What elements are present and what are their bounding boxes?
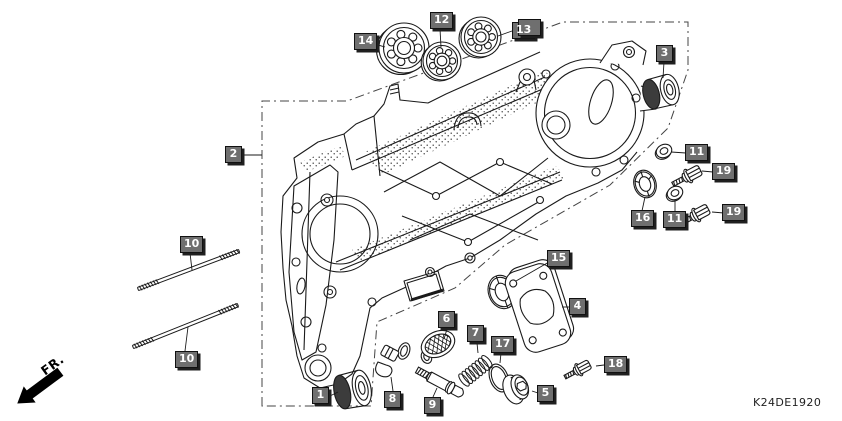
drawing-code: K24DE1920 (753, 396, 822, 409)
callout-19-b[interactable]: 19 (722, 204, 746, 221)
callout-10-b[interactable]: 10 (175, 351, 199, 368)
callout-6[interactable]: 6 (438, 311, 455, 328)
callout-8[interactable]: 8 (384, 391, 401, 408)
callout-2[interactable]: 2 (225, 146, 242, 163)
callout-10-a[interactable]: 10 (180, 236, 204, 253)
part-roller-bearing-1 (333, 369, 372, 410)
part-oil-seal-16 (633, 169, 657, 199)
front-direction-arrow-icon (17, 367, 64, 404)
callout-11-b[interactable]: 11 (663, 211, 687, 228)
part-strainer-screen-6 (420, 329, 456, 364)
callout-16[interactable]: 16 (631, 210, 655, 227)
callout-4[interactable]: 4 (569, 298, 586, 315)
callout-3[interactable]: 3 (656, 45, 673, 62)
part-washer-11-b (665, 185, 684, 202)
callout-5[interactable]: 5 (537, 385, 554, 402)
part-stud-bolt-10-b (131, 302, 240, 350)
callout-19-a[interactable]: 19 (712, 163, 736, 180)
part-oil-bolt-9 (414, 366, 464, 398)
callout-15[interactable]: 15 (547, 250, 571, 267)
part-roller-bearing-3 (642, 73, 680, 110)
callout-13[interactable]: 13 (512, 19, 542, 39)
part-ball-bearing-12 (420, 41, 462, 82)
callout-18[interactable]: 18 (604, 356, 628, 373)
part-ball-bearing-14 (375, 22, 430, 76)
part-spring-7 (458, 354, 493, 387)
part-clamp-8 (375, 342, 411, 378)
part-oil-cap-5 (502, 374, 530, 405)
callout-17[interactable]: 17 (491, 336, 515, 353)
part-washer-11-a (654, 143, 673, 160)
callout-14[interactable]: 14 (354, 33, 378, 50)
callout-11-a[interactable]: 11 (685, 144, 709, 161)
part-flange-bolt-19-a (671, 165, 703, 187)
part-ball-bearing-13 (458, 16, 502, 59)
callout-7[interactable]: 7 (467, 325, 484, 342)
part-flange-bolt-18 (563, 359, 592, 380)
callout-12[interactable]: 12 (430, 12, 454, 29)
callout-1[interactable]: 1 (312, 387, 329, 404)
part-crankcase-body (280, 40, 660, 389)
part-stud-bolt-10-a (136, 248, 241, 292)
callout-9[interactable]: 9 (424, 397, 441, 414)
part-bearing-plate-4 (504, 259, 575, 353)
